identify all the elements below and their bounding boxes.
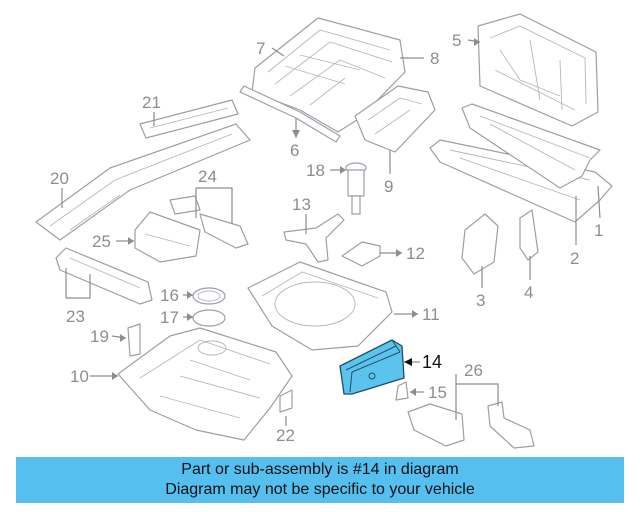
callout-10[interactable]: 10	[70, 367, 89, 386]
callout-19[interactable]: 19	[90, 327, 109, 346]
callout-22[interactable]: 22	[276, 426, 295, 445]
callout-6[interactable]: 6	[290, 141, 299, 160]
callout-2[interactable]: 2	[570, 249, 579, 268]
callout-21[interactable]: 21	[142, 93, 161, 112]
part-clip-19	[127, 323, 141, 357]
callout-4[interactable]: 4	[524, 283, 533, 302]
callout-3[interactable]: 3	[476, 291, 485, 310]
callout-15[interactable]: 15	[428, 383, 447, 402]
callout-14[interactable]: 14	[422, 352, 442, 372]
callout-7[interactable]: 7	[256, 39, 265, 58]
callout-16[interactable]: 16	[160, 286, 179, 305]
part-wheel-well-11	[247, 261, 393, 351]
part-bracket-15	[395, 381, 409, 401]
callout-numbers: 1 2 3 4 5 6 7 8 9 10 11 12 13 14 15 16 1…	[50, 31, 603, 445]
banner-line-2: Diagram may not be specific to your vehi…	[165, 481, 475, 498]
part-member-23	[55, 247, 153, 305]
callout-25[interactable]: 25	[92, 232, 111, 251]
arrowheads	[112, 38, 480, 396]
part-bracket-24	[169, 195, 249, 249]
callout-8[interactable]: 8	[430, 49, 439, 68]
callout-13[interactable]: 13	[292, 195, 311, 214]
callout-5[interactable]: 5	[452, 31, 461, 50]
part-bracket-4	[519, 209, 539, 261]
parts-diagram: 1 2 3 4 5 6 7 8 9 10 11 12 13 14 15 16 1…	[35, 13, 613, 449]
info-banner: Part or sub-assembly is #14 in diagram D…	[16, 457, 624, 503]
callout-18[interactable]: 18	[306, 161, 325, 180]
callout-1[interactable]: 1	[594, 221, 603, 240]
part-crossmember-25	[134, 211, 201, 263]
part-ring-16	[192, 287, 226, 305]
callout-17[interactable]: 17	[160, 308, 179, 327]
part-stud-18	[345, 162, 367, 215]
part-bracket-13	[283, 213, 345, 263]
part-14-highlighted[interactable]	[339, 339, 405, 395]
part-bracket-3	[461, 213, 499, 275]
part-reinforcement-2	[461, 103, 601, 189]
part-floor-pan-10	[117, 327, 293, 441]
part-ring-17	[192, 309, 226, 327]
callout-11[interactable]: 11	[422, 305, 440, 324]
part-shield-26a	[407, 403, 465, 447]
part-shield-26b	[487, 401, 535, 449]
banner-line-1: Part or sub-assembly is #14 in diagram	[181, 461, 459, 478]
callout-26[interactable]: 26	[464, 361, 483, 380]
part-bracket-9	[354, 85, 436, 153]
callout-24[interactable]: 24	[198, 167, 217, 186]
part-rear-panel	[477, 13, 599, 127]
part-rail-21	[139, 99, 239, 139]
callout-23[interactable]: 23	[66, 307, 85, 326]
part-plate-12	[341, 241, 381, 267]
part-tab-22	[279, 389, 293, 413]
callout-20[interactable]: 20	[50, 169, 69, 188]
callout-9[interactable]: 9	[384, 177, 393, 196]
part-side-member-20	[35, 123, 251, 241]
callout-12[interactable]: 12	[406, 244, 425, 263]
